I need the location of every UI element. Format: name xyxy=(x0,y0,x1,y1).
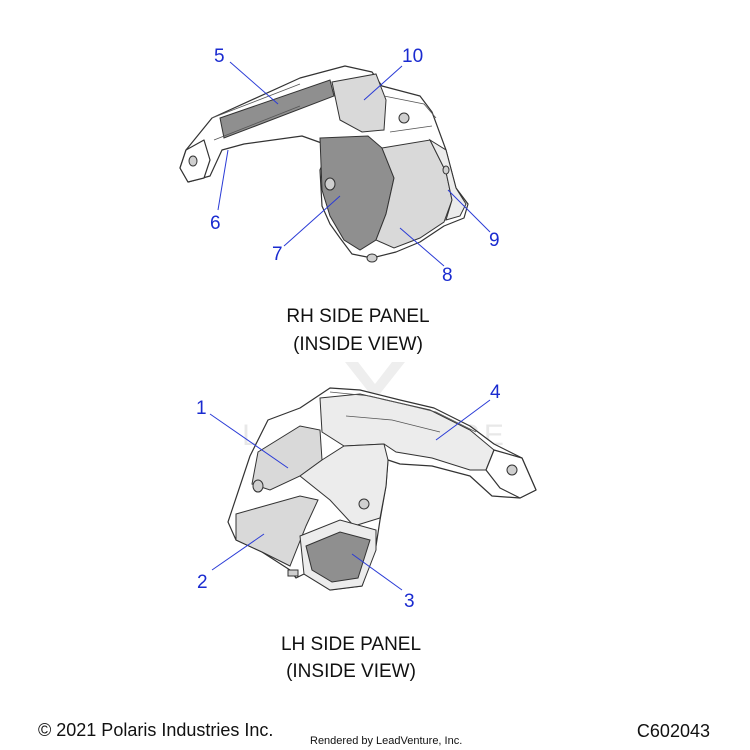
callout-2: 2 xyxy=(197,572,208,593)
lh-caption-line1: LH SIDE PANEL xyxy=(281,634,421,655)
footer: © 2021 Polaris Industries Inc. Rendered … xyxy=(38,720,710,747)
callout-8: 8 xyxy=(442,265,453,286)
lh-caption-line2: (INSIDE VIEW) xyxy=(286,661,416,682)
callout-9: 9 xyxy=(489,230,500,251)
diagram-code: C602043 xyxy=(637,721,710,741)
lh-caption: LH SIDE PANEL (INSIDE VIEW) xyxy=(281,634,421,682)
callout-1: 1 xyxy=(196,398,207,419)
lh-leader-lines xyxy=(209,399,491,591)
callout-10: 10 xyxy=(402,46,423,67)
part-9-shape xyxy=(428,138,467,221)
rh-callouts: 5 10 6 7 8 9 xyxy=(210,46,500,286)
part-5-shape xyxy=(219,79,335,139)
callout-5: 5 xyxy=(214,46,225,67)
lh-side-panel-drawing xyxy=(227,387,537,591)
rh-caption: RH SIDE PANEL (INSIDE VIEW) xyxy=(286,306,429,355)
rh-side-panel-drawing xyxy=(179,65,469,263)
rh-caption-line2: (INSIDE VIEW) xyxy=(293,334,423,355)
part-10-shape xyxy=(331,73,387,133)
watermark-logo xyxy=(345,362,405,400)
callout-7: 7 xyxy=(272,244,283,265)
lh-callouts: 1 4 2 3 xyxy=(196,382,501,612)
callout-6: 6 xyxy=(210,213,221,234)
callout-3: 3 xyxy=(404,591,415,612)
rh-leader-lines xyxy=(217,61,491,267)
callout-4: 4 xyxy=(490,382,501,403)
rendered-by: Rendered by LeadVenture, Inc. xyxy=(310,735,462,747)
copyright: © 2021 Polaris Industries Inc. xyxy=(38,720,273,740)
rh-caption-line1: RH SIDE PANEL xyxy=(286,306,429,327)
part-2-shape xyxy=(235,495,319,567)
